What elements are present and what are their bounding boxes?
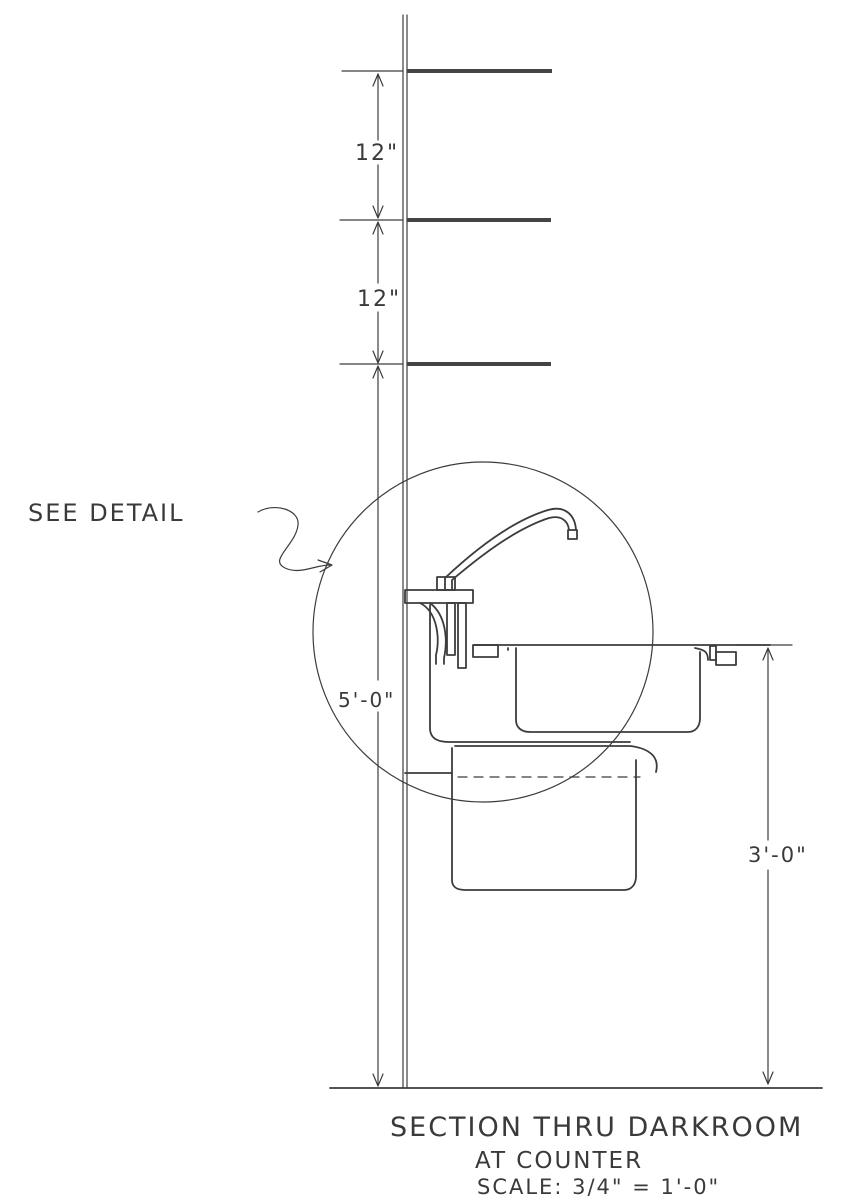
detail-circle (312, 461, 654, 803)
see-detail-leader (257, 507, 331, 572)
shelf-top (407, 69, 552, 73)
counter-sink (429, 604, 771, 743)
lower-tank (404, 745, 658, 891)
dim-12-upper: 12" (355, 141, 399, 166)
dim-3-0: 3'-0" (748, 843, 808, 867)
dimension-line-right (734, 644, 793, 1085)
see-detail-label: SEE DETAIL (28, 499, 185, 527)
dim-12-lower: 12" (357, 287, 401, 312)
wall (402, 14, 408, 1089)
shelf-extension-lines (339, 70, 404, 365)
title-scale: SCALE: 3/4" = 1'-0" (477, 1175, 720, 1199)
title-line-2: AT COUNTER (475, 1148, 643, 1174)
dimension-line-left (372, 73, 384, 1087)
shelf-bottom (407, 362, 551, 366)
shelves (407, 69, 552, 366)
dim-5-0: 5'-0" (338, 688, 395, 712)
title-line-1: SECTION THRU DARKROOM (390, 1112, 803, 1143)
shelf-middle (407, 218, 551, 222)
